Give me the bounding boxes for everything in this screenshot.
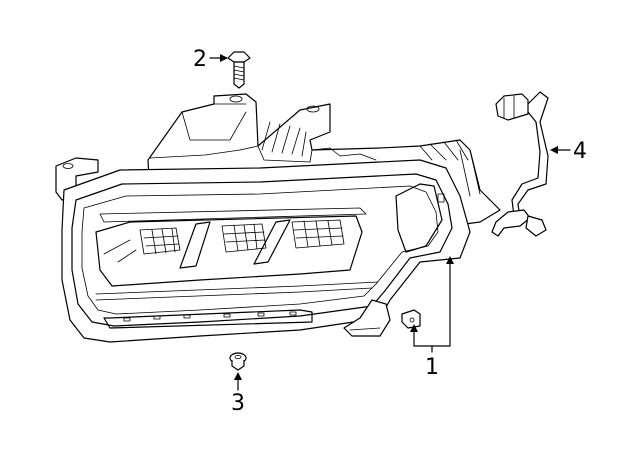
leader-3: [234, 372, 242, 391]
callout-1: 1: [425, 355, 439, 380]
bolt-icon: [227, 51, 251, 89]
leader-2: [209, 54, 228, 62]
leader-4: [550, 146, 571, 154]
callout-2: 2: [193, 47, 207, 72]
leader-1: [410, 256, 454, 353]
nut-icon: [229, 352, 247, 371]
headlamp-assembly-icon: [55, 93, 501, 343]
callout-4: 4: [573, 139, 587, 164]
wiring-harness-icon: [491, 91, 549, 237]
callout-3: 3: [231, 391, 245, 416]
